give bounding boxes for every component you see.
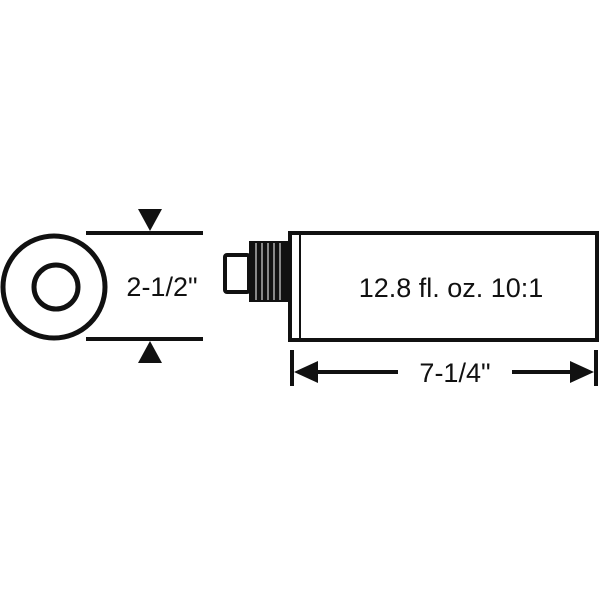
diameter-label: 2-1/2": [126, 272, 197, 302]
top-arrow: [138, 209, 162, 231]
thread-lines: [255, 243, 281, 300]
outer-circle: [0, 233, 108, 341]
right-arrowhead: [570, 361, 594, 383]
threaded-cap: [249, 241, 289, 302]
left-arrowhead: [294, 361, 318, 383]
product-label: 12.8 fl. oz. 10:1: [359, 273, 544, 303]
end-view: [0, 233, 108, 341]
cartridge-body: [288, 231, 599, 342]
length-label: 7-1/4": [419, 358, 490, 388]
diameter-dimension: 2-1/2": [86, 209, 203, 363]
inner-circle: [31, 262, 81, 312]
bottom-arrow: [138, 341, 162, 363]
nozzle-tip: [223, 253, 251, 294]
side-view: 12.8 fl. oz. 10:1: [223, 231, 599, 342]
length-dimension: 7-1/4": [290, 350, 598, 388]
